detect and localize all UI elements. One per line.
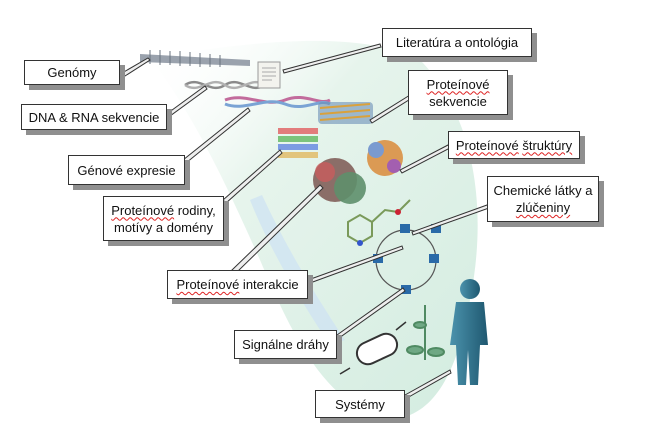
label-proteinove-sekvencie: Proteínové sekvencie <box>408 70 508 115</box>
proteinove-word: Proteínové <box>426 76 490 92</box>
zlucieniny-word: zlúčeniny <box>515 200 571 215</box>
protein-sequence-icon <box>318 102 373 124</box>
struktury-word: štruktúry <box>522 137 573 153</box>
proteinove-word: Proteínové <box>455 137 519 153</box>
protein-interaction-icon <box>313 158 366 204</box>
label-genomy: Genómy <box>24 60 120 85</box>
bacterium-icon <box>339 321 407 375</box>
label-genove-expresie: Génové expresie <box>68 155 185 185</box>
label-signalne-drahy: Signálne dráhy <box>234 330 337 359</box>
science-band <box>150 40 478 419</box>
gene-expression-strand-icon <box>224 95 331 109</box>
proteinove-word: Proteínové <box>176 277 240 292</box>
label-proteinove-interakcie: Proteínové interakcie <box>167 270 308 299</box>
document-icon <box>257 61 281 89</box>
genome-ribbon-icon <box>140 50 250 67</box>
label-chemicke-latky: Chemické látky a zlúčeniny <box>487 176 599 222</box>
label-proteinove-struktury: Proteínové štruktúry <box>448 131 580 159</box>
proteinove-word: Proteínové <box>111 202 175 218</box>
label-systemy: Systémy <box>315 390 405 418</box>
label-literatura-a-ontologia: Literatúra a ontológia <box>382 28 532 57</box>
dna-helix-icon <box>184 80 266 90</box>
label-dna-rna-sekvencie: DNA & RNA sekvencie <box>21 104 167 130</box>
chemical-compound-icon <box>347 199 411 246</box>
human-figure-icon <box>450 279 488 385</box>
label-proteinove-rodiny: Proteínové rodiny, motívy a domény <box>103 196 224 241</box>
protein-family-blocks-icon <box>278 128 318 158</box>
protein-structure-icon <box>367 140 403 176</box>
plant-icon <box>406 305 445 360</box>
